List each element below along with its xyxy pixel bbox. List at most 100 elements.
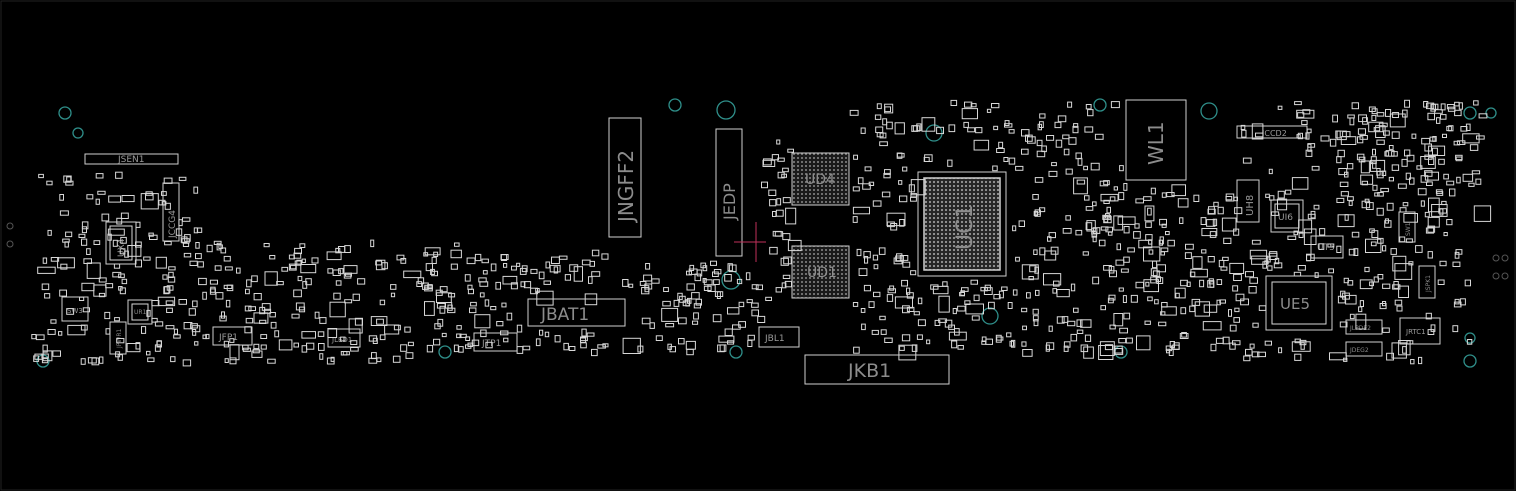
smd-pad xyxy=(155,256,167,269)
smd-pad xyxy=(1399,236,1406,243)
smd-pad xyxy=(1251,255,1268,265)
smd-pad xyxy=(1225,196,1233,201)
smd-pad xyxy=(467,284,473,290)
smd-pad xyxy=(1473,100,1479,106)
smd-pad xyxy=(226,284,234,292)
smd-pad xyxy=(1371,230,1379,238)
smd-pad xyxy=(1194,301,1210,317)
component-sw3[interactable]: SW3 xyxy=(61,296,89,322)
svg-text:UC1: UC1 xyxy=(953,205,978,250)
component-jkb1[interactable]: JKB1 xyxy=(804,354,950,385)
component-ur1[interactable]: UR1 xyxy=(127,299,153,325)
component-jbat1[interactable]: JBAT1 xyxy=(527,298,626,327)
smd-pad xyxy=(1406,154,1415,162)
smd-pad xyxy=(853,346,860,354)
smd-pad xyxy=(1291,177,1309,190)
component-jlpde2[interactable]: JLPDE2 xyxy=(1345,319,1383,335)
smd-pad xyxy=(450,249,462,259)
smd-pad xyxy=(127,245,142,257)
smd-pad xyxy=(183,252,192,258)
smd-pad xyxy=(288,254,295,260)
component-jbl1[interactable]: JBL1 xyxy=(758,326,800,348)
smd-pad xyxy=(1360,160,1370,174)
smd-pad xyxy=(1021,307,1028,313)
component-uh8[interactable]: UH8 xyxy=(1236,179,1260,223)
mounting-holes xyxy=(36,98,1497,368)
smd-pad xyxy=(474,253,482,262)
smd-pad xyxy=(1452,261,1461,268)
smd-pad xyxy=(641,317,651,325)
smd-pad xyxy=(342,351,350,356)
smd-pad xyxy=(1216,279,1223,286)
component-ux4[interactable]: UX4 xyxy=(105,221,137,265)
smd-pad xyxy=(1240,298,1249,306)
smd-pad xyxy=(1306,254,1312,262)
smd-pad xyxy=(1303,228,1317,245)
smd-pad xyxy=(944,319,953,328)
smd-pad xyxy=(453,344,459,353)
smd-pad xyxy=(1418,356,1423,365)
component-ud1[interactable]: UD1 xyxy=(791,245,850,299)
smd-pad xyxy=(291,313,300,319)
smd-pad xyxy=(1174,287,1186,299)
smd-pad xyxy=(1193,194,1200,202)
smd-pad xyxy=(1235,293,1245,302)
smd-pad xyxy=(112,239,118,247)
smd-pad xyxy=(661,307,679,322)
smd-pad xyxy=(195,253,202,260)
smd-pad xyxy=(1251,239,1261,245)
smd-pad xyxy=(1215,337,1224,344)
smd-pad xyxy=(564,274,571,281)
smd-pad xyxy=(1091,231,1098,238)
smd-pad xyxy=(1373,127,1381,132)
smd-pad xyxy=(868,301,875,309)
component-jdeg2[interactable]: JDEG2 xyxy=(1345,341,1383,357)
smd-pad xyxy=(1092,235,1097,243)
component-jsen1[interactable]: JSEN1 xyxy=(84,153,179,165)
smd-pad xyxy=(1454,251,1460,259)
smd-pad xyxy=(589,260,595,267)
smd-pad xyxy=(898,180,903,185)
component-wl1[interactable]: WL1 xyxy=(1125,99,1187,181)
smd-pad xyxy=(543,280,551,285)
smd-pad xyxy=(549,264,561,273)
smd-pad xyxy=(1035,289,1040,296)
smd-pad xyxy=(584,293,598,306)
component-ut5[interactable]: UT5 xyxy=(1310,235,1344,259)
component-jedp[interactable]: JEDP xyxy=(715,128,743,257)
smd-pad xyxy=(1033,319,1039,327)
smd-pad xyxy=(480,329,487,338)
smd-pad xyxy=(1455,154,1463,161)
component-ue5[interactable]: UE5 xyxy=(1265,275,1333,331)
component-ud4[interactable]: UD4 xyxy=(791,152,850,206)
smd-pad xyxy=(1083,165,1088,171)
smd-pad xyxy=(141,326,147,334)
component-jngff2[interactable]: JNGFF2 xyxy=(608,117,642,238)
smd-pad xyxy=(1119,165,1124,172)
smd-pad xyxy=(852,302,859,307)
smd-pad xyxy=(1446,219,1453,226)
smd-pad xyxy=(1190,268,1208,278)
smd-pad xyxy=(1147,296,1153,302)
smd-pad xyxy=(1152,260,1158,269)
smd-pad xyxy=(350,347,359,352)
smd-pad xyxy=(551,256,560,265)
smd-pad xyxy=(960,290,965,296)
smd-pad xyxy=(591,249,600,257)
smd-pad xyxy=(761,181,768,189)
component-uc1[interactable]: UC1 xyxy=(917,171,1007,277)
smd-pad xyxy=(1424,170,1433,177)
component-jrtc1[interactable]: JRTC1 xyxy=(1399,317,1441,345)
component-jspk1[interactable]: JSPK1 xyxy=(1418,265,1436,299)
svg-text:UT5: UT5 xyxy=(1317,243,1335,253)
smd-pad xyxy=(305,278,312,286)
component-jtp1[interactable]: JTP1 xyxy=(473,332,518,352)
smd-pad xyxy=(50,257,60,262)
smd-pad xyxy=(1073,307,1079,313)
smd-pad xyxy=(86,248,91,255)
smd-pad xyxy=(1228,309,1232,317)
smd-pad xyxy=(293,342,299,348)
smd-pad xyxy=(1293,230,1298,236)
smd-pad xyxy=(1391,131,1400,139)
